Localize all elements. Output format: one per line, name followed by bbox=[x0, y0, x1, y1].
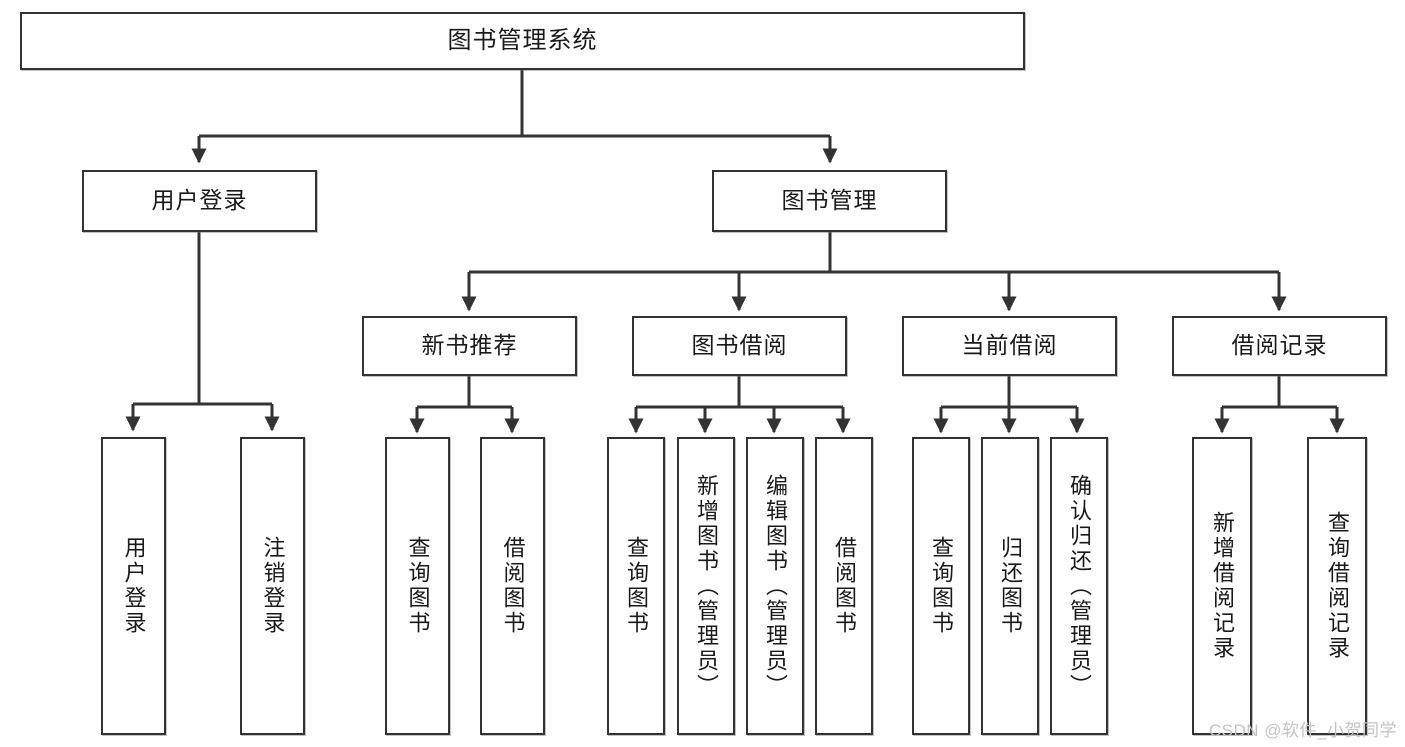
node-leaf-user-login[interactable]: 用户登录 bbox=[101, 437, 166, 735]
node-root-book-management-system[interactable]: 图书管理系统 bbox=[20, 12, 1025, 70]
node-book-borrow[interactable]: 图书借阅 bbox=[632, 316, 847, 376]
node-label: 当前借阅 bbox=[961, 332, 1058, 359]
node-leaf-borrow-book[interactable]: 借阅图书 bbox=[815, 437, 873, 735]
node-label: 用户登录 bbox=[121, 536, 147, 636]
node-label: 图书借阅 bbox=[691, 332, 788, 359]
node-label: 新增借阅记录 bbox=[1210, 511, 1235, 661]
node-book-management[interactable]: 图书管理 bbox=[712, 170, 947, 232]
node-borrow-record[interactable]: 借阅记录 bbox=[1172, 316, 1387, 376]
node-label: 借阅图书 bbox=[832, 536, 857, 636]
node-label: 借阅图书 bbox=[500, 536, 526, 636]
node-leaf-query-book-recommend[interactable]: 查询图书 bbox=[385, 437, 450, 735]
node-leaf-return-book[interactable]: 归还图书 bbox=[981, 437, 1039, 735]
node-leaf-query-book-current[interactable]: 查询图书 bbox=[912, 437, 970, 735]
node-label: 图书管理 bbox=[781, 187, 878, 214]
node-leaf-edit-book[interactable]: 编辑图书（管理员） bbox=[746, 437, 804, 735]
node-label: 归还图书 bbox=[998, 536, 1023, 636]
node-label: 查询借阅记录 bbox=[1325, 511, 1350, 661]
node-user-login[interactable]: 用户登录 bbox=[82, 170, 317, 232]
node-leaf-borrow-book-recommend[interactable]: 借阅图书 bbox=[480, 437, 545, 735]
node-label: 编辑图书（管理员） bbox=[763, 473, 788, 699]
node-label: 新增图书（管理员） bbox=[694, 473, 719, 699]
node-leaf-confirm-return[interactable]: 确认归还（管理员） bbox=[1050, 437, 1108, 735]
node-current-borrow[interactable]: 当前借阅 bbox=[902, 316, 1117, 376]
node-label: 图书管理系统 bbox=[447, 26, 598, 54]
node-label: 借阅记录 bbox=[1231, 332, 1328, 359]
node-leaf-query-borrow-record[interactable]: 查询借阅记录 bbox=[1307, 437, 1367, 735]
node-leaf-logout-login[interactable]: 注销登录 bbox=[240, 437, 305, 735]
node-label: 查询图书 bbox=[624, 536, 649, 636]
node-new-book-recommend[interactable]: 新书推荐 bbox=[362, 316, 577, 376]
node-leaf-add-borrow-record[interactable]: 新增借阅记录 bbox=[1192, 437, 1252, 735]
watermark-csdn: CSDN @软件_小贺同学 bbox=[1208, 721, 1397, 740]
node-leaf-query-book-borrow[interactable]: 查询图书 bbox=[607, 437, 665, 735]
node-label: 注销登录 bbox=[260, 536, 286, 636]
node-label: 查询图书 bbox=[929, 536, 954, 636]
node-label: 查询图书 bbox=[405, 536, 431, 636]
node-label: 用户登录 bbox=[151, 187, 248, 214]
node-label: 新书推荐 bbox=[421, 332, 518, 359]
node-leaf-add-book[interactable]: 新增图书（管理员） bbox=[677, 437, 735, 735]
node-label: 确认归还（管理员） bbox=[1067, 473, 1092, 699]
